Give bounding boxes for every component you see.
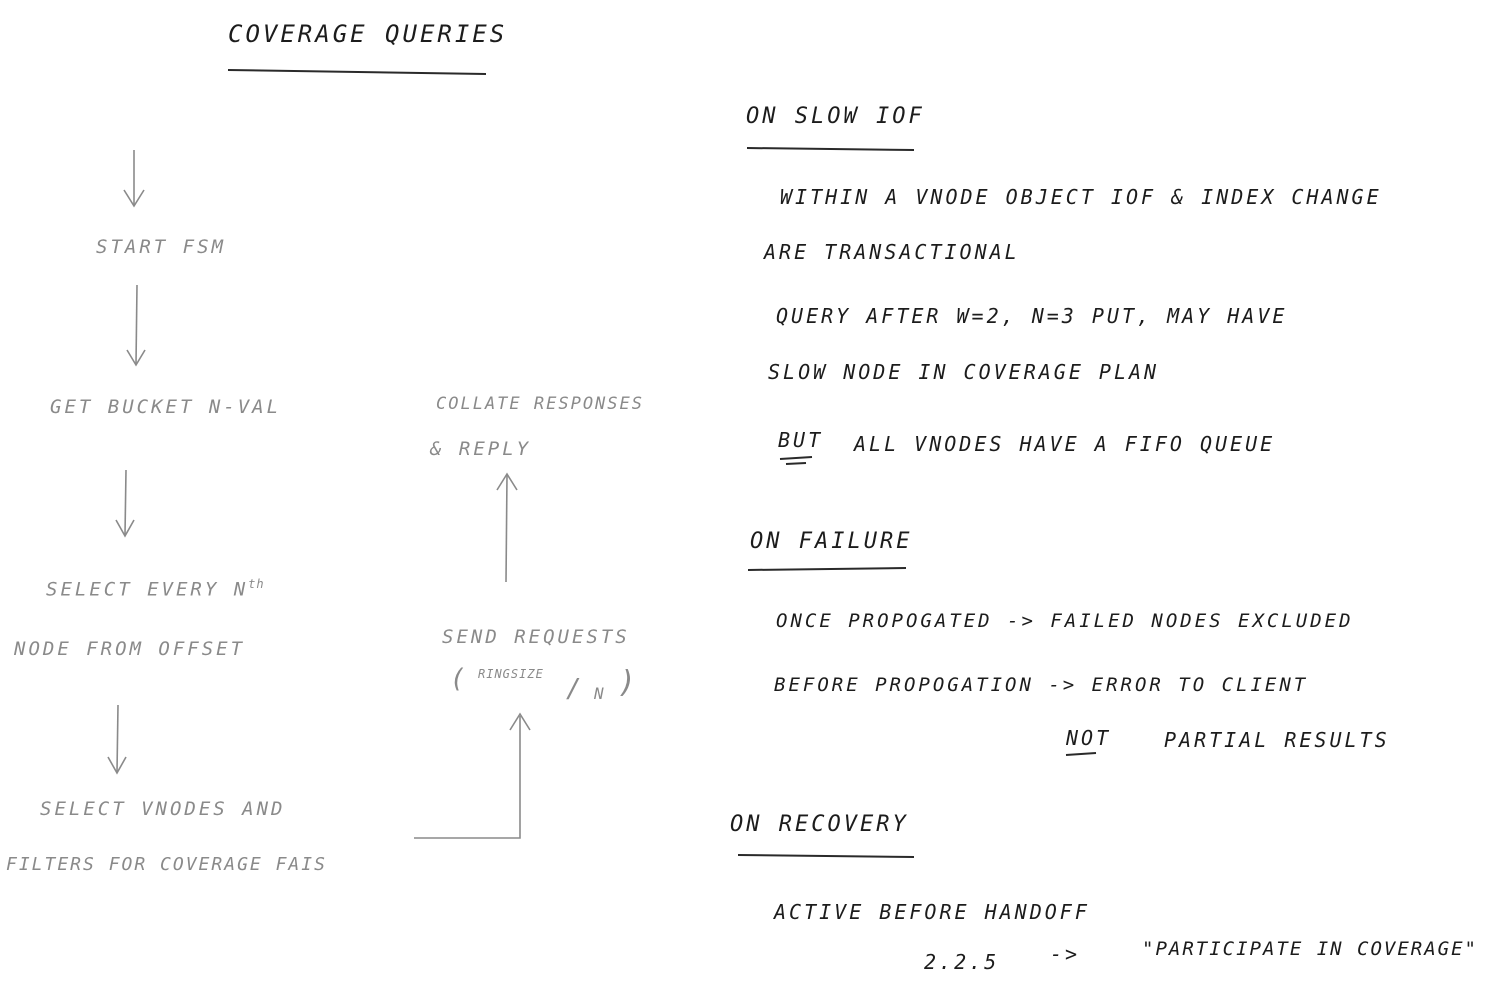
- arrow-down-icon-1: [123, 150, 145, 208]
- flow-step-send-requests-line1: SEND REQUESTS: [442, 626, 630, 648]
- title-underline: [227, 69, 487, 75]
- flow-step-select-every-line1: SELECT EVERY Nth: [46, 578, 265, 599]
- failure-heading-underline: [747, 567, 907, 571]
- but-underline: [779, 456, 813, 460]
- arrow-down-icon-4: [107, 704, 127, 775]
- flow-step-start-fsm: START FSM: [96, 236, 226, 258]
- flow-step-send-requests-n: N: [594, 684, 607, 703]
- flow-step-collate-line1: COLLATE RESPONSES: [436, 394, 644, 414]
- page-title: COVERAGE QUERIES: [228, 20, 508, 48]
- slow-line-5-but: BUT: [778, 428, 824, 452]
- flow-step-send-requests-open: (: [450, 664, 466, 694]
- slow-line-1: WITHIN A VNODE OBJECT IOF & INDEX CHANGE: [780, 185, 1382, 209]
- recovery-heading-underline: [737, 854, 915, 858]
- arrow-down-icon-3: [115, 469, 135, 538]
- flow-step-collate-line2: & REPLY: [430, 438, 532, 460]
- slow-line-3: QUERY AFTER W=2, N=3 PUT, MAY HAVE: [776, 304, 1288, 328]
- but-underline-2: [785, 462, 807, 465]
- slow-line-2: ARE TRANSACTIONAL: [764, 240, 1020, 264]
- arrow-down-icon-2: [126, 284, 146, 367]
- slow-line-4: SLOW NODE IN COVERAGE PLAN: [768, 360, 1160, 384]
- recovery-line-1: ACTIVE BEFORE HANDOFF: [774, 900, 1090, 924]
- failure-heading: ON FAILURE: [750, 529, 913, 554]
- recovery-heading: ON RECOVERY: [730, 812, 909, 837]
- arrow-up-icon: [496, 472, 518, 583]
- recovery-quote: "PARTICIPATE IN COVERAGE": [1142, 938, 1478, 960]
- flow-step-select-every-line2: NODE FROM OFFSET: [14, 638, 246, 660]
- not-underline: [1065, 752, 1097, 756]
- failure-line-2: BEFORE PROPOGATION -> ERROR TO CLIENT: [774, 674, 1309, 696]
- failure-line-3-rest: PARTIAL RESULTS: [1164, 728, 1390, 752]
- flow-step-send-requests-ringsize: RINGSIZE: [478, 667, 544, 681]
- failure-line-3-not: NOT: [1066, 726, 1112, 750]
- flow-step-select-vnodes-line1: SELECT VNODES AND: [40, 798, 286, 820]
- flow-step-select-vnodes-line2: FILTERS FOR COVERAGE FAIS: [6, 854, 327, 875]
- flow-step-get-bucket: GET BUCKET N-VAL: [50, 396, 282, 418]
- slow-heading: ON SLOW IOF: [746, 104, 925, 129]
- flow-step-select-every-sup: th: [248, 577, 265, 591]
- failure-line-1: ONCE PROPOGATED -> FAILED NODES EXCLUDED: [776, 610, 1354, 632]
- slow-heading-underline: [746, 147, 915, 151]
- recovery-version: 2.2.5: [924, 950, 1000, 974]
- flow-step-send-requests-close: ): [618, 665, 637, 700]
- flow-step-send-requests-slash: /: [566, 674, 582, 704]
- recovery-arrow: ->: [1050, 942, 1081, 966]
- flow-step-select-every-text: SELECT EVERY N: [46, 578, 249, 601]
- slow-line-5-rest: ALL VNODES HAVE A FIFO QUEUE: [854, 432, 1276, 456]
- arrow-elbow-icon: [414, 712, 531, 839]
